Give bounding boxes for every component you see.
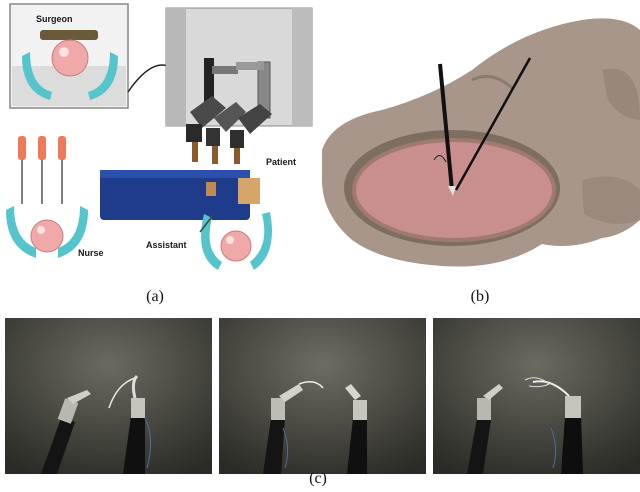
label-nurse: Nurse bbox=[78, 248, 104, 258]
caption-b: (b) bbox=[470, 288, 490, 305]
photo-1-image bbox=[5, 318, 212, 474]
photo-instruments-1 bbox=[5, 318, 212, 474]
panel-a-surgery-setup: Surgeon Patient bbox=[0, 0, 318, 272]
robot-arms bbox=[186, 58, 272, 164]
surgeon-console bbox=[9, 3, 129, 109]
console-cable bbox=[127, 64, 169, 93]
assistant-figure bbox=[199, 212, 272, 270]
setup-schematic: Surgeon Patient bbox=[6, 3, 313, 270]
torso-render bbox=[322, 18, 640, 267]
patient-body bbox=[100, 170, 260, 220]
instrument-tray bbox=[18, 136, 66, 204]
caption-a: (a) bbox=[146, 288, 164, 305]
label-assistant: Assistant bbox=[146, 240, 187, 250]
label-patient: Patient bbox=[266, 157, 296, 167]
caption-c: (c) bbox=[309, 470, 327, 487]
nurse-figure bbox=[6, 206, 88, 258]
panel-b-torso-model bbox=[322, 0, 640, 272]
photo-instruments-2 bbox=[219, 318, 426, 474]
laparoscopic-instruments bbox=[433, 57, 532, 196]
photo-3-image bbox=[433, 318, 640, 474]
label-surgeon: Surgeon bbox=[36, 14, 73, 24]
photo-2-image bbox=[219, 318, 426, 474]
photo-instruments-3 bbox=[433, 318, 640, 474]
